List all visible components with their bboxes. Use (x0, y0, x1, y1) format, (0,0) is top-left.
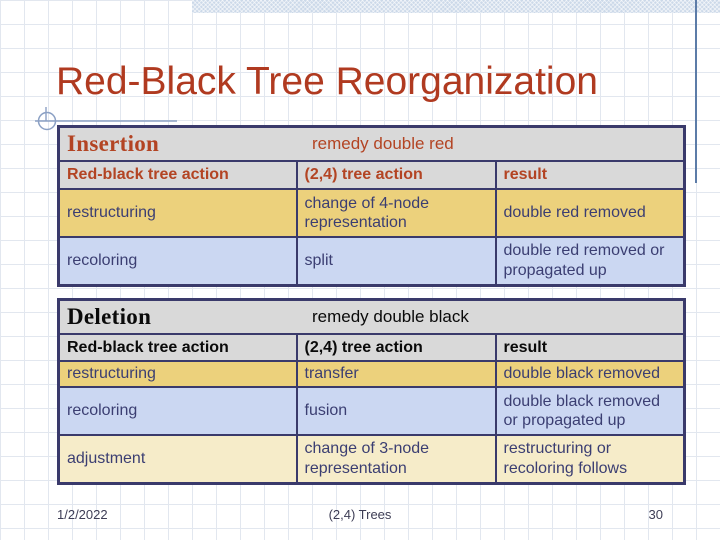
column-header: (2,4) tree action (295, 333, 497, 363)
column-header: result (494, 333, 686, 363)
table-row: restructuring change of 4-node represent… (57, 188, 686, 239)
footer-page-number: 30 (648, 507, 663, 522)
table-cell: adjustment (57, 434, 298, 485)
title-underline-decoration (35, 107, 177, 131)
insertion-column-header-row: Red-black tree action (2,4) tree action … (57, 160, 686, 191)
top-accent-band (192, 0, 720, 13)
footer-date: 1/2/2022 (57, 507, 108, 522)
table-cell: double red removed (494, 188, 686, 239)
table-cell: double red removed or propagated up (494, 236, 686, 287)
footer-deck-title: (2,4) Trees (328, 507, 392, 522)
column-header: result (494, 160, 686, 191)
right-accent-line (695, 0, 697, 183)
table-cell: split (295, 236, 497, 287)
table-cell: restructuring (57, 188, 298, 239)
slide-title: Red-Black Tree Reorganization (56, 60, 598, 103)
column-header: Red-black tree action (57, 333, 298, 363)
deletion-remedy-label: remedy double black (312, 306, 469, 326)
table-cell: double black removed (494, 360, 686, 389)
table-cell: recoloring (57, 236, 298, 287)
table-cell: recoloring (57, 386, 298, 437)
insertion-header-row: Insertion remedy double red (57, 125, 686, 163)
column-header: (2,4) tree action (295, 160, 497, 191)
table-cell: fusion (295, 386, 497, 437)
table-cell: transfer (295, 360, 497, 389)
slide-footer: 1/2/2022 (2,4) Trees 30 (57, 507, 663, 522)
insertion-table: Insertion remedy double red Red-black tr… (57, 125, 687, 287)
table-cell: restructuring (57, 360, 298, 389)
deletion-section-title: Deletion (67, 304, 152, 329)
deletion-table: Deletion remedy double black Red-black t… (57, 298, 686, 485)
column-header: Red-black tree action (57, 160, 298, 191)
deletion-header-row: Deletion remedy double black (57, 298, 686, 336)
table-cell: restructuring or recoloring follows (494, 434, 686, 485)
deletion-column-header-row: Red-black tree action (2,4) tree action … (57, 333, 686, 363)
table-cell: change of 3-node representation (295, 434, 497, 485)
table-row: restructuring transfer double black remo… (57, 360, 686, 389)
insertion-remedy-label: remedy double red (312, 133, 454, 153)
table-cell: double black removed or propagated up (494, 386, 686, 437)
table-cell: change of 4-node representation (295, 188, 497, 239)
table-row: recoloring fusion double black removed o… (57, 386, 686, 437)
insertion-section-title: Insertion (67, 131, 160, 156)
table-row: adjustment change of 3-node representati… (57, 434, 686, 485)
table-row: recoloring split double red removed or p… (57, 236, 686, 287)
